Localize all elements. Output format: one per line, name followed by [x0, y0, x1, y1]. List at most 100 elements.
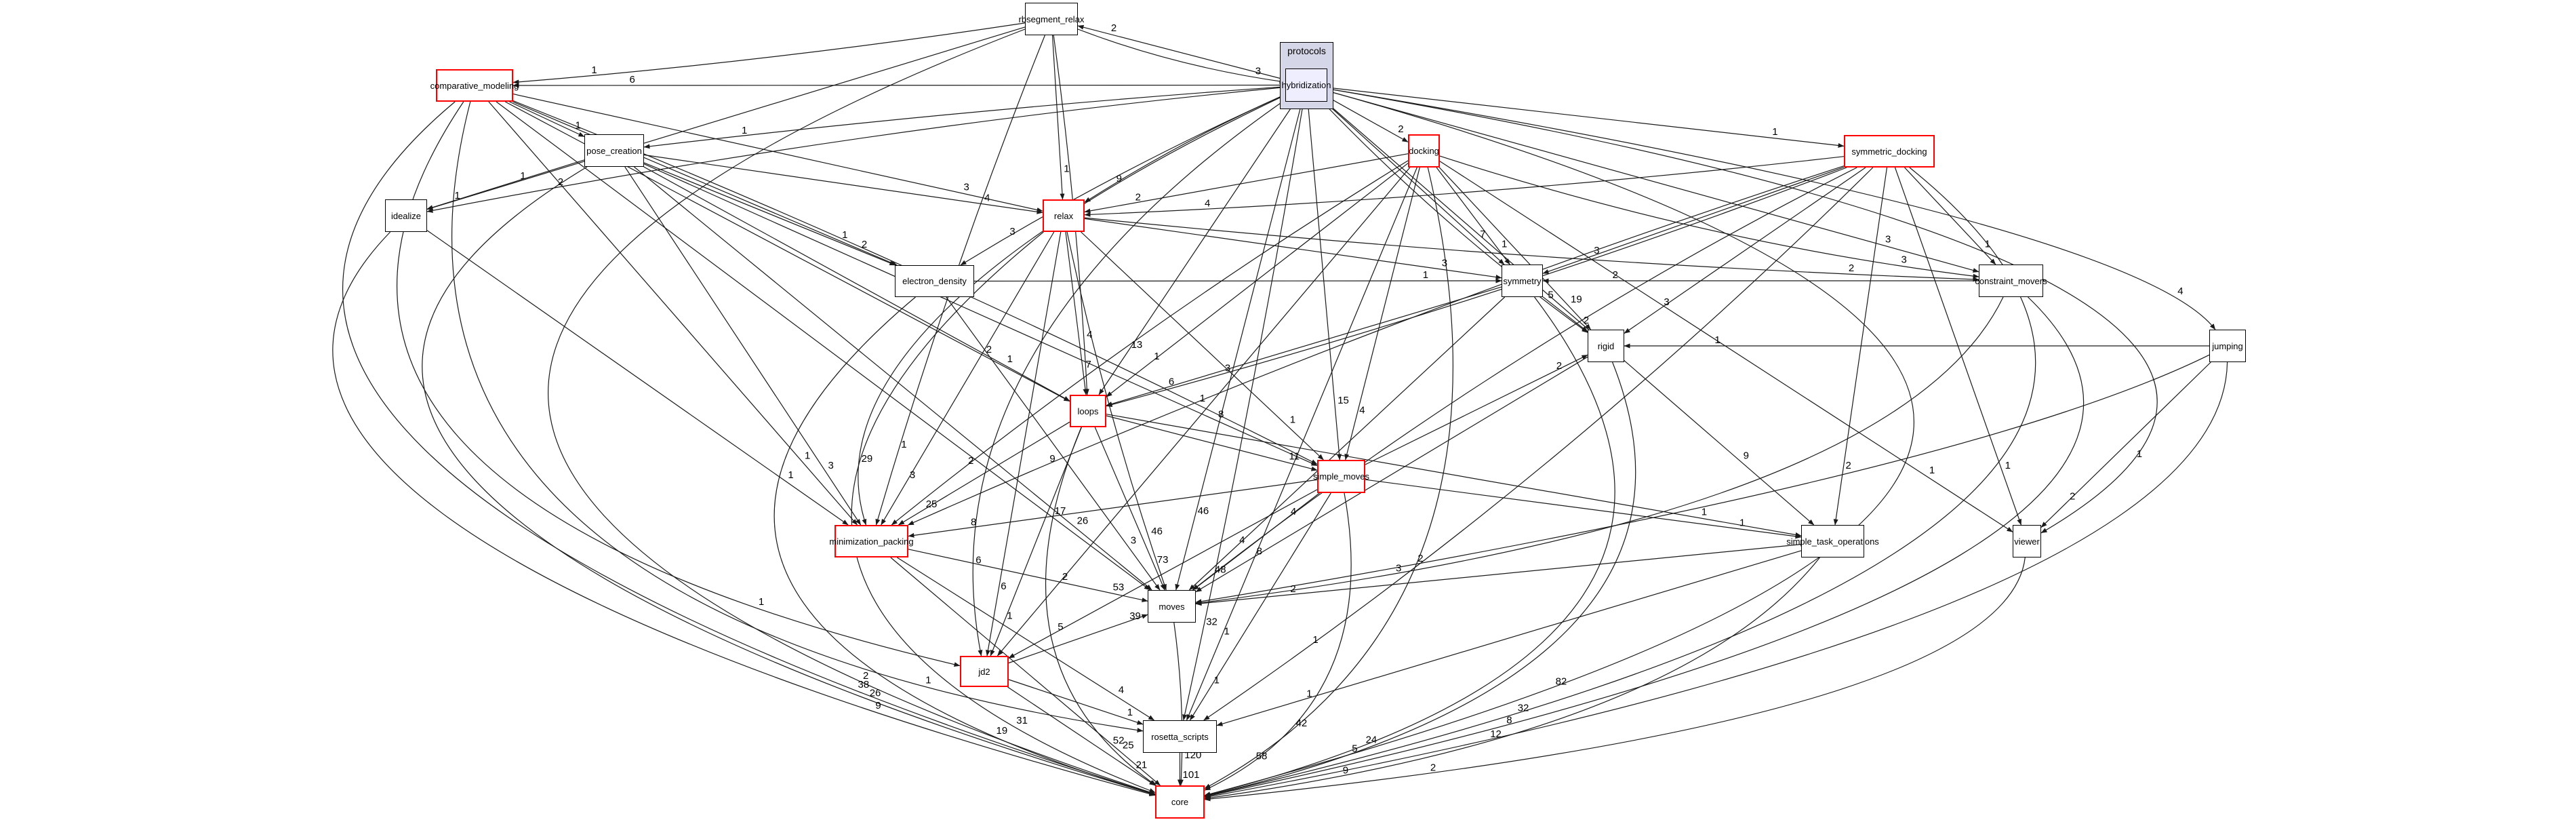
edge-label-hybridization-to-constraint_movers: 3 [1885, 233, 1891, 245]
edge-label-electron_density-to-moves: 3 [1131, 534, 1136, 546]
edge-jumping-to-viewer [2040, 361, 2211, 528]
node-electron_density[interactable]: electron_density [895, 265, 974, 297]
edge-label-simple_moves-to-simple_task_operations: 1 [1739, 517, 1745, 528]
edge-label-simple_moves-to-rigid: 2 [1556, 360, 1562, 372]
node-pose_creation[interactable]: pose_creation [584, 134, 644, 167]
edge-label-minimization_packing-to-moves: 53 [1113, 581, 1125, 593]
node-minimization_packing[interactable]: minimization_packing [829, 525, 914, 557]
edge-comparative_modeling-to-minimization_packing [488, 101, 858, 526]
edge-label-rbsegment_relax-to-relax: 1 [1064, 163, 1069, 175]
edge-hybridization-to-core [1204, 90, 1914, 796]
edge-rbsegment_relax-to-idealize [426, 26, 1026, 210]
edge-label-comparative_modeling-to-loops: 2 [986, 344, 992, 355]
edge-label-docking-to-core: 42 [1296, 718, 1308, 729]
edge-label-loops-to-minimization_packing: 25 [926, 498, 938, 510]
edge-pose_creation-to-idealize [426, 159, 585, 210]
edge-label-electron_density-to-core: 19 [997, 725, 1008, 737]
edge-comparative_modeling-to-electron_density [512, 101, 898, 266]
node-docking[interactable]: docking [1408, 134, 1440, 168]
edge-hybridization-to-pose_creation [643, 86, 1286, 149]
edge-comparative_modeling-to-core [342, 101, 1156, 796]
edge-label-simple_moves-to-minimization_packing: 8 [971, 516, 976, 528]
edge-rbsegment_relax-to-hybridization [1077, 28, 1286, 84]
node-core[interactable]: core [1155, 785, 1205, 819]
edge-label-docking-to-viewer: 1 [1929, 465, 1935, 476]
edge-label-constraint_movers-to-symmetry: 2 [1613, 269, 1618, 281]
edge-simple_moves-to-jd2 [1008, 489, 1318, 659]
edge-rigid-to-moves [1195, 356, 1588, 593]
edge-docking-to-constraint_movers [1439, 155, 1979, 279]
node-loops[interactable]: loops [1070, 395, 1106, 427]
edge-hybridization-to-simple_task_operations [1325, 101, 1815, 526]
node-comparative_modeling[interactable]: comparative_modeling [430, 69, 519, 102]
edge-jumping-to-moves [1195, 354, 2210, 604]
edge-relax-to-minimization_packing [881, 231, 1055, 526]
edge-comparative_modeling-to-pose_creation [509, 101, 585, 138]
edge-label-relax-to-loops: 7 [1086, 359, 1091, 370]
edge-label-relax-to-jd2: 6 [1001, 581, 1006, 592]
edge-label-hybridization-to-relax: 9 [1116, 173, 1122, 184]
node-simple_moves[interactable]: simple_moves [1313, 460, 1369, 493]
edge-label-hybridization-to-viewer: 1 [2137, 448, 2142, 460]
edge-rbsegment_relax-to-comparative_modeling [512, 22, 1026, 85]
edge-label-symmetry-to-rigid: 2 [1584, 315, 1589, 326]
node-constraint_movers[interactable]: constraint_movers [1975, 265, 2047, 297]
edge-label-symmetric_docking-to-minimization_packing: 9 [1049, 453, 1055, 465]
edge-rbsegment_relax-to-core [548, 28, 1156, 795]
node-relax[interactable]: relax [1043, 199, 1085, 232]
edge-hybridization-to-rosetta_scripts [1182, 101, 1304, 721]
edge-relax-to-jd2 [986, 231, 1062, 657]
node-rigid[interactable]: rigid [1588, 330, 1624, 362]
node-jd2[interactable]: jd2 [960, 656, 1009, 687]
edge-hybridization-to-symmetry [1324, 101, 1505, 265]
edge-label-pose_creation-to-idealize: 1 [455, 190, 460, 201]
node-jumping[interactable]: jumping [2209, 330, 2246, 362]
edge-label-hybridization-to-jumping: 4 [2177, 286, 2183, 297]
node-rbsegment_relax[interactable]: rbsegment_relax [1019, 3, 1084, 35]
edge-pose_creation-to-minimization_packing [624, 166, 862, 526]
edge-label-hybridization-to-comparative_modeling: 6 [630, 74, 635, 85]
edge-label-docking-to-constraint_movers: 3 [1901, 254, 1907, 266]
edge-label-symmetric_docking-to-simple_task_operations: 2 [1846, 460, 1851, 471]
edge-label-viewer-to-core: 2 [1430, 762, 1436, 774]
edge-label-pose_creation-to-moves: 26 [1077, 515, 1089, 526]
edge-label-hybridization-to-symmetry: 7 [1480, 229, 1485, 240]
edge-comparative_modeling-to-rosetta_scripts [451, 101, 1144, 732]
edge-hybridization-to-moves [1175, 101, 1303, 591]
edge-label-pose_creation-to-relax: 4 [984, 193, 990, 204]
node-viewer[interactable]: viewer [2013, 525, 2041, 557]
node-rosetta_scripts[interactable]: rosetta_scripts [1143, 720, 1217, 753]
edge-relax-to-core [851, 231, 1156, 794]
node-symmetric_docking[interactable]: symmetric_docking [1844, 135, 1935, 168]
edge-label-loops-to-moves: 73 [1157, 554, 1169, 566]
node-simple_task_operations[interactable]: simple_task_operations [1786, 525, 1879, 557]
edge-label-jumping-to-core: 12 [1490, 728, 1502, 740]
edge-label-comparative_modeling-to-simple_moves: 1 [1200, 393, 1205, 404]
edge-label-constraint_movers-to-moves: 3 [1396, 562, 1401, 574]
edge-label-comparative_modeling-to-pose_creation: 1 [576, 119, 581, 131]
edge-docking-to-minimization_packing [891, 160, 1409, 526]
edge-label-simple_task_operations-to-core: 9 [1343, 765, 1348, 777]
edge-label-hybridization-to-rbsegment_relax: 2 [1111, 22, 1116, 34]
node-idealize[interactable]: idealize [385, 199, 427, 232]
node-symmetry[interactable]: symmetry [1502, 265, 1543, 297]
edge-label-pose_creation-to-simple_moves: 8 [1218, 408, 1224, 420]
edge-simple_task_operations-to-rosetta_scripts [1216, 550, 1802, 726]
edge-hybridization-to-relax [1084, 94, 1286, 203]
edge-label-rigid-to-moves: 8 [1257, 545, 1262, 557]
edge-label-relax-to-moves: 46 [1151, 526, 1163, 537]
edge-pose_creation-to-electron_density [643, 162, 896, 266]
edge-hybridization-to-comparative_modeling [512, 83, 1286, 88]
edge-label-minimization_packing-to-rosetta_scripts: 4 [1119, 684, 1124, 696]
edge-label-symmetric_docking-to-rosetta_scripts: 1 [1312, 634, 1318, 646]
node-moves[interactable]: moves [1148, 590, 1196, 623]
node-hybridization[interactable]: hybridization [1282, 68, 1331, 102]
edge-docking-to-loops [1106, 163, 1409, 397]
edge-pose_creation-to-moves [634, 166, 1152, 591]
edge-label-hybridization-to-rigid: 5 [1548, 290, 1553, 301]
edge-label-idealize-to-core: 9 [875, 700, 881, 711]
edge-simple_moves-to-rigid [1365, 354, 1588, 465]
edge-label-symmetric_docking-to-constraint_movers: 1 [1985, 239, 1990, 250]
